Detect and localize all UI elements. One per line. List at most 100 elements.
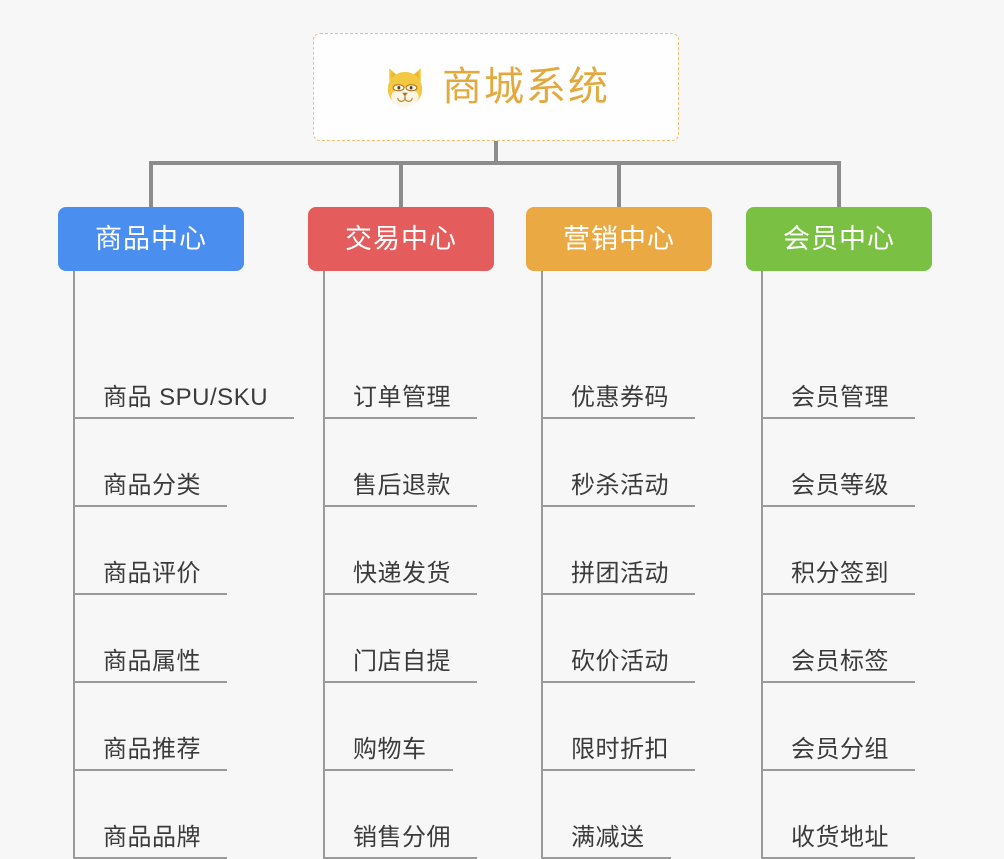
- leaf-item[interactable]: 限时折扣: [541, 683, 695, 771]
- leaf-item[interactable]: 收货地址: [761, 771, 915, 859]
- leaf-label: 商品推荐: [103, 735, 201, 763]
- leaf-underline: 门店自提: [323, 647, 477, 683]
- leaf-label: 快递发货: [353, 559, 451, 587]
- leaf-underline: 积分签到: [761, 559, 915, 595]
- leaf-item[interactable]: 积分签到: [761, 507, 915, 595]
- leaf-underline: 秒杀活动: [541, 472, 695, 507]
- leaf-item[interactable]: 优惠券码: [541, 331, 695, 419]
- leaf-underline: 优惠券码: [541, 383, 695, 419]
- leaf-underline: 商品 SPU/SKU: [73, 383, 295, 419]
- leaf-list: 会员管理会员等级积分签到会员标签会员分组收货地址: [746, 271, 932, 859]
- connector-drop-3: [617, 161, 621, 209]
- branch-spine: [541, 271, 543, 858]
- leaf-item[interactable]: 会员管理: [761, 331, 915, 419]
- leaf-underline: 商品评价: [73, 559, 227, 595]
- leaf-item[interactable]: 会员等级: [761, 419, 915, 507]
- leaf-underline: 商品品牌: [73, 823, 227, 859]
- branch-column: 会员中心会员管理会员等级积分签到会员标签会员分组收货地址: [746, 207, 932, 859]
- category-header-1[interactable]: 商品中心: [58, 207, 244, 271]
- leaf-item[interactable]: 商品推荐: [73, 683, 227, 771]
- leaf-item[interactable]: 商品属性: [73, 595, 227, 683]
- leaf-item[interactable]: 商品评价: [73, 507, 227, 595]
- leaf-item[interactable]: 会员分组: [761, 683, 915, 771]
- leaf-label: 收货地址: [791, 823, 889, 851]
- root-title: 商城系统: [442, 65, 610, 109]
- category-label: 交易中心: [345, 223, 457, 254]
- leaf-item[interactable]: 满减送: [541, 771, 671, 859]
- branch-spine: [323, 271, 325, 858]
- category-header-4[interactable]: 会员中心: [746, 207, 932, 271]
- leaf-label: 销售分佣: [353, 823, 451, 851]
- leaf-label: 砍价活动: [571, 647, 669, 675]
- leaf-item[interactable]: 门店自提: [323, 595, 477, 683]
- leaf-underline: 会员等级: [761, 471, 915, 507]
- leaf-underline: 砍价活动: [541, 647, 695, 683]
- leaf-underline: 商品推荐: [73, 735, 227, 771]
- category-label: 会员中心: [783, 223, 895, 254]
- leaf-item[interactable]: 商品分类: [73, 419, 227, 507]
- leaf-underline: 快递发货: [323, 559, 477, 595]
- leaf-item[interactable]: 拼团活动: [541, 507, 695, 595]
- leaf-label: 售后退款: [353, 471, 451, 499]
- shiba-dog-icon: [387, 68, 423, 108]
- leaf-item[interactable]: 购物车: [323, 683, 453, 771]
- leaf-label: 优惠券码: [571, 383, 669, 411]
- leaf-label: 门店自提: [353, 647, 451, 675]
- leaf-item[interactable]: 会员标签: [761, 595, 915, 683]
- leaf-item[interactable]: 秒杀活动: [541, 419, 695, 507]
- leaf-item[interactable]: 商品 SPU/SKU: [73, 331, 295, 419]
- leaf-list: 优惠券码秒杀活动拼团活动砍价活动限时折扣满减送: [526, 271, 712, 859]
- leaf-underline: 商品分类: [73, 471, 227, 507]
- leaf-underline: 限时折扣: [541, 735, 695, 771]
- branch-spine: [761, 271, 763, 858]
- leaf-label: 购物车: [353, 735, 427, 763]
- leaf-item[interactable]: 快递发货: [323, 507, 477, 595]
- leaf-label: 积分签到: [791, 559, 889, 587]
- leaf-underline: 售后退款: [323, 471, 477, 507]
- leaf-item[interactable]: 商品品牌: [73, 771, 227, 859]
- branch-column: 交易中心订单管理售后退款快递发货门店自提购物车销售分佣: [308, 207, 494, 859]
- leaf-label: 商品属性: [103, 647, 201, 675]
- leaf-label: 拼团活动: [571, 559, 669, 587]
- leaf-label: 商品 SPU/SKU: [103, 383, 269, 411]
- leaf-label: 会员标签: [791, 647, 889, 675]
- category-label: 营销中心: [563, 223, 675, 254]
- mindmap-canvas: 商城系统 商品中心商品 SPU/SKU 商品分类商品评价商品属性商品推荐商品品牌 交…: [58, 33, 932, 859]
- branch-spine: [73, 271, 75, 858]
- leaf-underline: 购物车: [323, 735, 453, 771]
- branch-column: 商品中心商品 SPU/SKU 商品分类商品评价商品属性商品推荐商品品牌: [58, 207, 295, 859]
- connector-horizontal-bus: [149, 161, 841, 165]
- leaf-underline: 会员标签: [761, 647, 915, 683]
- category-header-3[interactable]: 营销中心: [526, 207, 712, 271]
- leaf-underline: 拼团活动: [541, 559, 695, 595]
- leaf-label: 订单管理: [353, 383, 451, 411]
- category-label: 商品中心: [95, 223, 207, 254]
- leaf-underline: 会员管理: [761, 383, 915, 419]
- leaf-item[interactable]: 订单管理: [323, 331, 477, 419]
- leaf-underline: 会员分组: [761, 735, 915, 771]
- leaf-label: 会员管理: [791, 383, 889, 411]
- leaf-item[interactable]: 售后退款: [323, 419, 477, 507]
- leaf-label: 商品分类: [103, 471, 201, 499]
- connector-drop-1: [149, 161, 153, 209]
- leaf-label: 会员分组: [791, 735, 889, 763]
- leaf-underline: 销售分佣: [323, 823, 477, 859]
- root-node[interactable]: 商城系统: [313, 33, 679, 141]
- leaf-underline: 收货地址: [761, 823, 915, 859]
- leaf-item[interactable]: 砍价活动: [541, 595, 695, 683]
- leaf-item[interactable]: 销售分佣: [323, 771, 477, 859]
- leaf-label: 商品评价: [103, 559, 201, 587]
- connector-root-stem: [494, 141, 498, 165]
- branch-column: 营销中心优惠券码秒杀活动拼团活动砍价活动限时折扣满减送: [526, 207, 712, 859]
- category-header-2[interactable]: 交易中心: [308, 207, 494, 271]
- leaf-list: 订单管理售后退款快递发货门店自提购物车销售分佣: [308, 271, 494, 859]
- leaf-label: 会员等级: [791, 471, 889, 499]
- connector-drop-2: [399, 161, 403, 209]
- leaf-label: 商品品牌: [103, 823, 201, 851]
- leaf-label: 满减送: [571, 823, 645, 851]
- leaf-label: 限时折扣: [571, 735, 669, 763]
- connector-drop-4: [837, 161, 841, 209]
- leaf-underline: 商品属性: [73, 647, 227, 683]
- leaf-underline: 满减送: [541, 823, 671, 859]
- leaf-underline: 订单管理: [323, 383, 477, 419]
